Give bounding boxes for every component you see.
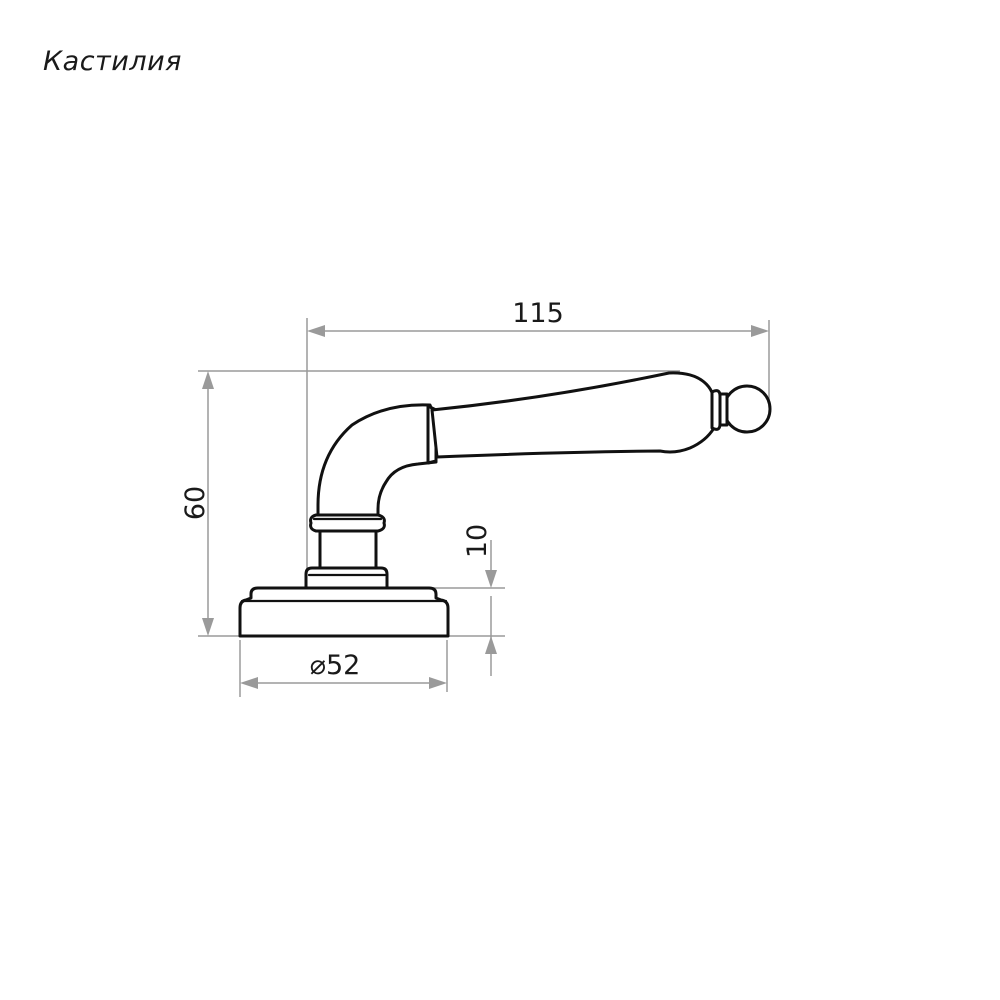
- dimension-label-diameter: ⌀52: [310, 650, 361, 681]
- dimension-length: 115: [306, 298, 770, 585]
- product-title: Кастилия: [43, 46, 182, 77]
- dimension-label-height: 60: [180, 486, 211, 520]
- arrow-bottom: [202, 618, 214, 636]
- arrow-right: [751, 325, 769, 337]
- lever-end-ring: [718, 392, 729, 427]
- dimension-label-thickness: 10: [462, 524, 493, 558]
- arrow-diameter-left: [240, 677, 258, 689]
- arrow-thickness-down: [485, 570, 497, 588]
- arrow-diameter-right: [429, 677, 447, 689]
- lever-grip: [430, 371, 716, 459]
- arrow-thickness-up: [485, 636, 497, 654]
- dimension-diameter: ⌀52: [239, 640, 448, 697]
- spindle-block: [304, 566, 389, 590]
- dimension-thickness: 10: [388, 524, 505, 676]
- arrow-top: [202, 371, 214, 389]
- handle-neck: [315, 403, 438, 570]
- arrow-left: [307, 325, 325, 337]
- dimension-label-length: 115: [512, 298, 564, 329]
- collar-ring: [309, 513, 386, 533]
- rosette-base: [238, 586, 450, 638]
- lever-end-ball: [722, 384, 772, 434]
- door-handle-drawing: [238, 371, 772, 638]
